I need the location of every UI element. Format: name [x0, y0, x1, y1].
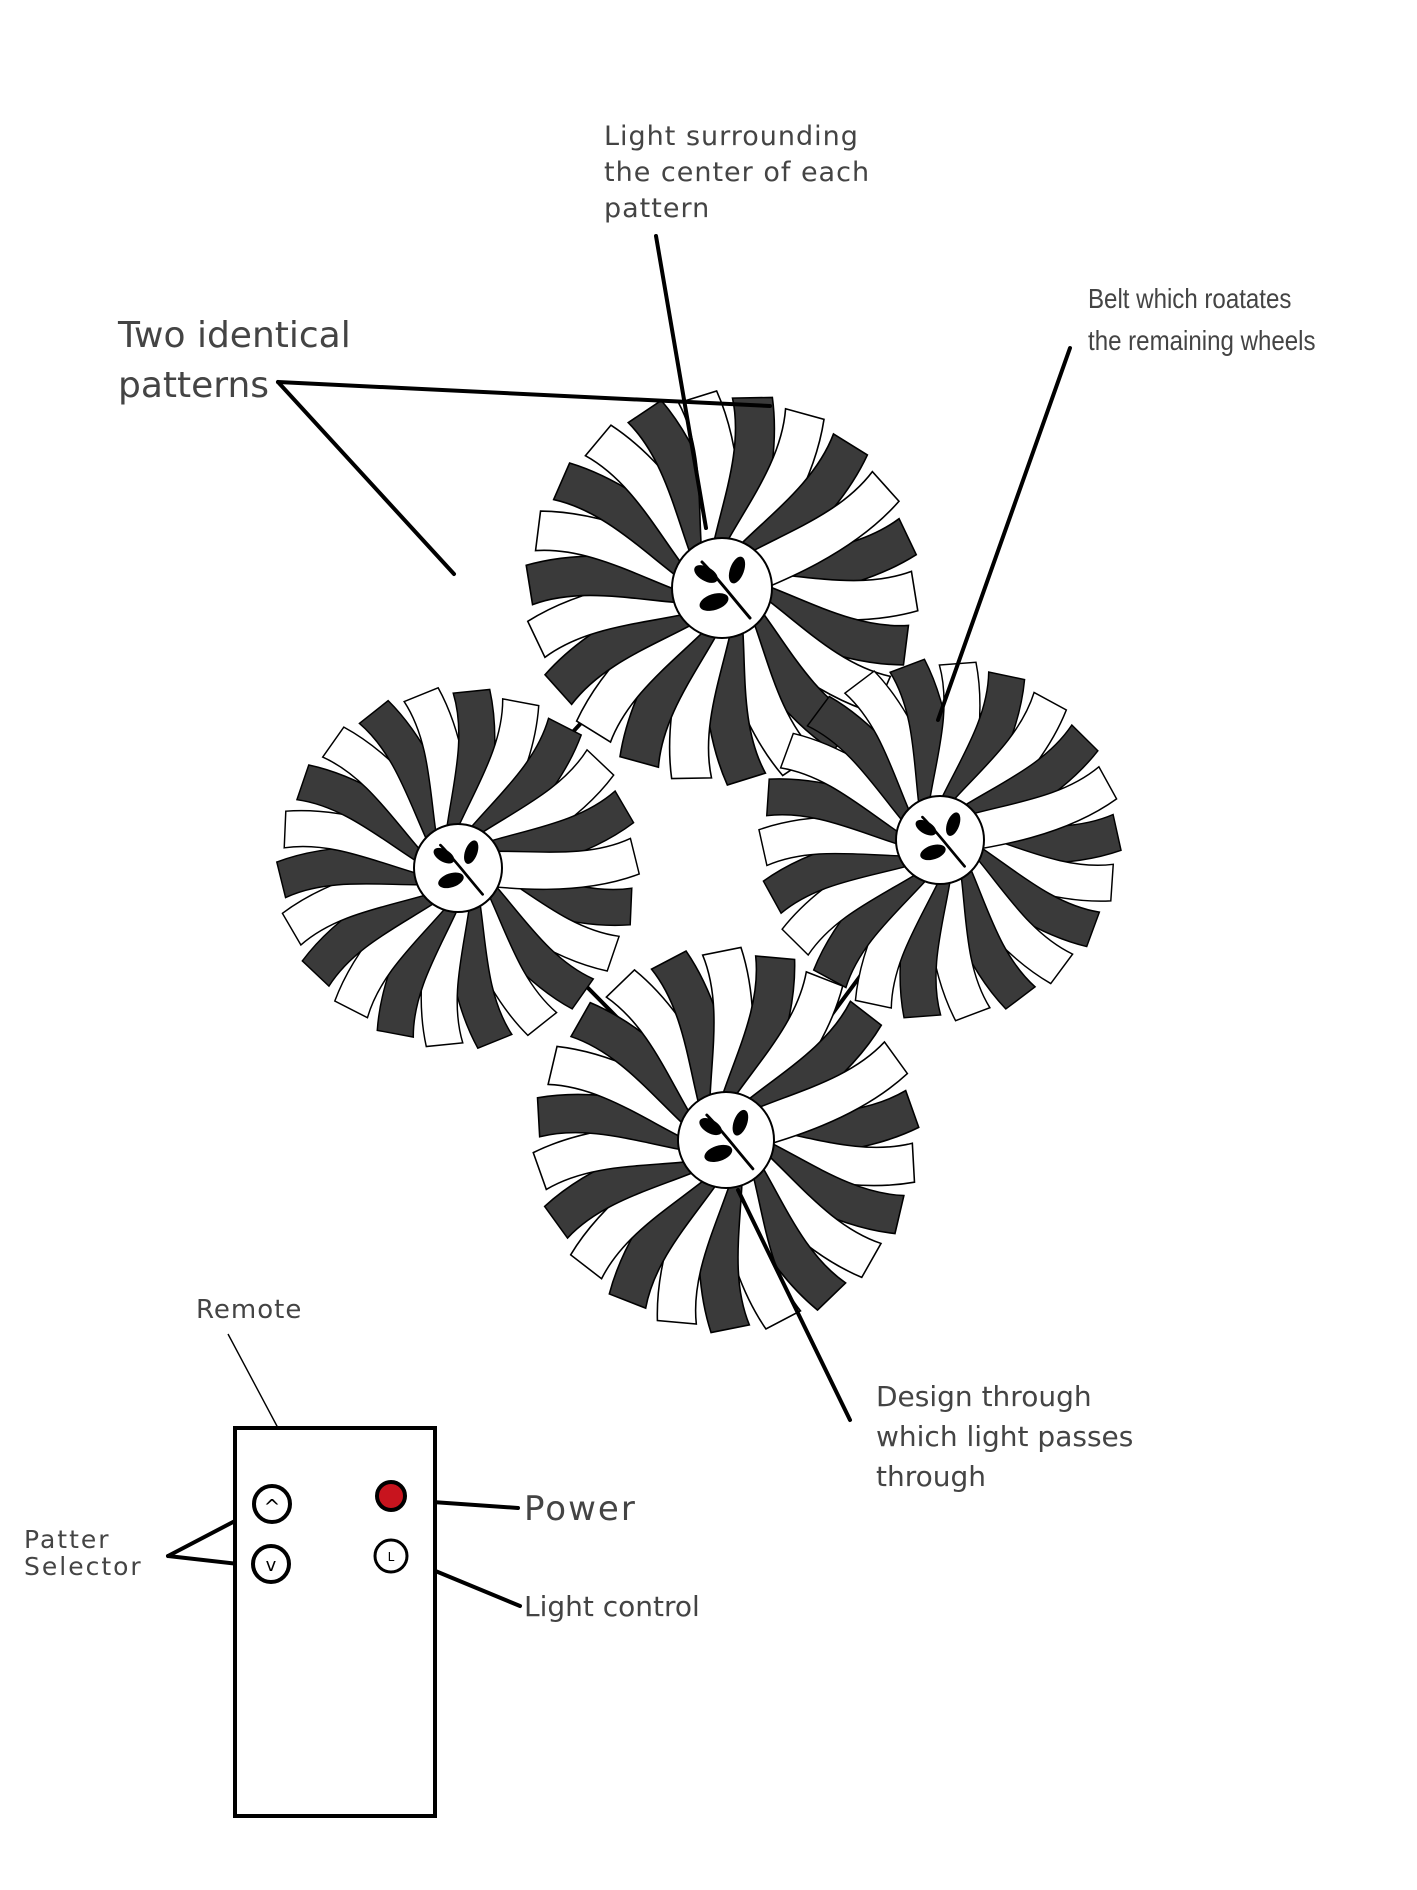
label-light-surrounding: Light surrounding the center of each pat… — [604, 121, 880, 224]
label-patter-selector: Patter Selector — [24, 1525, 143, 1581]
pattern-down-button[interactable]: v — [251, 1544, 291, 1584]
wheel-hub — [677, 1091, 775, 1189]
leader-two-identical-left — [276, 380, 456, 576]
chevron-down-icon: v — [266, 1555, 277, 1576]
pattern-wheel-right — [755, 653, 1125, 1027]
leader-belt — [936, 346, 1072, 722]
label-belt: Belt which roatates the remaining wheels — [1088, 282, 1316, 356]
leader-design-through — [736, 1188, 852, 1422]
remote-control: ^ v L — [233, 1426, 437, 1818]
power-button[interactable] — [375, 1480, 407, 1512]
pattern-wheel-left — [273, 681, 643, 1055]
wheel-hub — [671, 537, 773, 639]
wheel-hub — [413, 823, 503, 913]
pattern-wheel-top — [519, 385, 925, 791]
label-two-identical: Two identical patterns — [117, 315, 362, 406]
label-design-through: Design through which light passes throug… — [876, 1380, 1142, 1493]
leader-two-identical-top — [276, 380, 772, 408]
chevron-up-icon: ^ — [264, 1495, 281, 1519]
label-power: Power — [524, 1489, 637, 1529]
leader-remote — [227, 1333, 279, 1429]
wheel-hub — [895, 795, 985, 885]
pattern-up-button[interactable]: ^ — [252, 1484, 292, 1524]
pattern-wheel-bottom — [527, 942, 925, 1338]
label-light-control: Light control — [524, 1590, 700, 1623]
leader-light-surrounding — [654, 234, 708, 530]
light-glyph-icon: L — [388, 1550, 395, 1564]
light-control-button[interactable]: L — [373, 1538, 409, 1574]
label-remote: Remote — [196, 1295, 302, 1325]
